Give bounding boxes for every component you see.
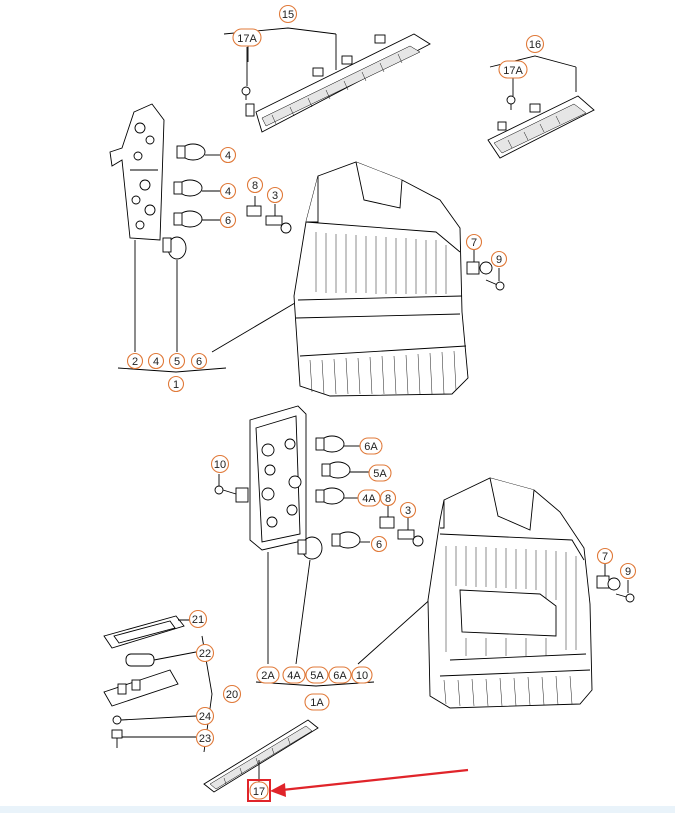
callout-6a-a[interactable]: 6A (359, 437, 383, 455)
callout-6a-b[interactable]: 6A (328, 666, 352, 684)
svg-text:22: 22 (199, 648, 211, 660)
side-marker-light (487, 55, 595, 159)
callout-8-b[interactable]: 8 (379, 489, 397, 507)
svg-text:2A: 2A (261, 670, 275, 682)
svg-text:5A: 5A (310, 670, 324, 682)
callout-1a[interactable]: 1A (304, 693, 330, 711)
svg-text:8: 8 (252, 180, 258, 192)
svg-text:4A: 4A (287, 670, 301, 682)
callout-4a-a[interactable]: 4A (357, 489, 381, 507)
svg-text:7: 7 (471, 237, 477, 249)
svg-text:1: 1 (173, 379, 179, 391)
screw-17a-right (506, 78, 516, 110)
svg-text:8: 8 (385, 493, 391, 505)
callout-10-a[interactable]: 10 (210, 454, 230, 474)
bulbs-lower (297, 435, 370, 560)
leaders-group-1 (117, 240, 301, 373)
callout-2[interactable]: 2 (126, 352, 144, 370)
leaders-group-1a (255, 552, 435, 687)
tail-light-upper (293, 161, 469, 397)
svg-text:21: 21 (192, 614, 204, 626)
callout-6-a[interactable]: 6 (219, 211, 237, 229)
svg-text:24: 24 (199, 711, 211, 723)
svg-text:9: 9 (496, 254, 502, 266)
svg-text:3: 3 (405, 505, 411, 517)
callout-21[interactable]: 21 (188, 609, 208, 629)
svg-text:23: 23 (199, 733, 211, 745)
callout-3-a[interactable]: 3 (266, 186, 284, 204)
svg-text:7: 7 (602, 551, 608, 563)
bottom-strip (0, 806, 675, 813)
svg-text:5: 5 (174, 356, 180, 368)
highlight-arrow (270, 768, 469, 797)
svg-text:17: 17 (253, 786, 265, 798)
callout-20[interactable]: 20 (222, 684, 242, 704)
callout-17-highlighted[interactable]: 17 (247, 779, 271, 802)
callout-4-a[interactable]: 4 (219, 146, 237, 164)
svg-text:6: 6 (376, 539, 382, 551)
svg-text:3: 3 (272, 190, 278, 202)
callout-1[interactable]: 1 (167, 375, 185, 393)
callout-23[interactable]: 23 (195, 728, 215, 748)
fasteners-lower (379, 506, 635, 603)
callout-6-c[interactable]: 6 (370, 535, 388, 553)
bulb-carrier-upper (109, 103, 165, 241)
callout-17a-right[interactable]: 17A (498, 60, 528, 79)
brake-light-bar (223, 27, 431, 133)
callout-5a-b[interactable]: 5A (305, 666, 329, 684)
svg-text:4: 4 (153, 356, 159, 368)
callout-22[interactable]: 22 (195, 643, 215, 663)
callout-4-c[interactable]: 4 (147, 352, 165, 370)
tail-light-lower (427, 477, 593, 709)
callout-4-b[interactable]: 4 (219, 182, 237, 200)
license-plate-light (103, 615, 213, 753)
callout-7-b[interactable]: 7 (596, 547, 614, 565)
callout-15[interactable]: 15 (278, 4, 298, 24)
svg-text:17A: 17A (503, 65, 523, 77)
callout-5[interactable]: 5 (168, 352, 186, 370)
svg-text:6: 6 (196, 356, 202, 368)
svg-text:4: 4 (225, 150, 231, 162)
svg-text:17A: 17A (237, 33, 257, 45)
callout-10-b[interactable]: 10 (351, 666, 373, 684)
svg-text:20: 20 (226, 689, 238, 701)
bulb-carrier-lower (235, 405, 307, 551)
svg-text:6A: 6A (364, 441, 378, 453)
svg-text:1A: 1A (310, 697, 324, 709)
callout-3-b[interactable]: 3 (399, 501, 417, 519)
callout-8-a[interactable]: 8 (246, 176, 264, 194)
fasteners-upper (246, 196, 505, 291)
svg-text:6: 6 (225, 215, 231, 227)
screw-17a-top (241, 47, 251, 100)
svg-text:10: 10 (214, 459, 226, 471)
svg-text:5A: 5A (373, 468, 387, 480)
svg-text:6A: 6A (333, 670, 347, 682)
callout-7-a[interactable]: 7 (465, 233, 483, 251)
callout-2a[interactable]: 2A (256, 666, 280, 684)
callout-24[interactable]: 24 (195, 706, 215, 726)
callout-9-a[interactable]: 9 (490, 250, 508, 268)
callout-6-b[interactable]: 6 (190, 352, 208, 370)
callout-17a-top[interactable]: 17A (232, 28, 262, 47)
bulbs-upper (162, 143, 221, 260)
screw-10 (214, 474, 237, 495)
svg-text:4: 4 (225, 186, 231, 198)
rear-reflector (203, 719, 319, 793)
svg-text:10: 10 (356, 670, 368, 682)
svg-text:9: 9 (625, 566, 631, 578)
svg-text:4A: 4A (362, 493, 376, 505)
callout-9-b[interactable]: 9 (619, 562, 637, 580)
callout-16[interactable]: 16 (525, 34, 545, 54)
callout-5a-a[interactable]: 5A (368, 464, 392, 482)
svg-text:15: 15 (282, 9, 294, 21)
svg-text:2: 2 (132, 356, 138, 368)
callout-4a-b[interactable]: 4A (282, 666, 306, 684)
svg-text:16: 16 (529, 39, 541, 51)
